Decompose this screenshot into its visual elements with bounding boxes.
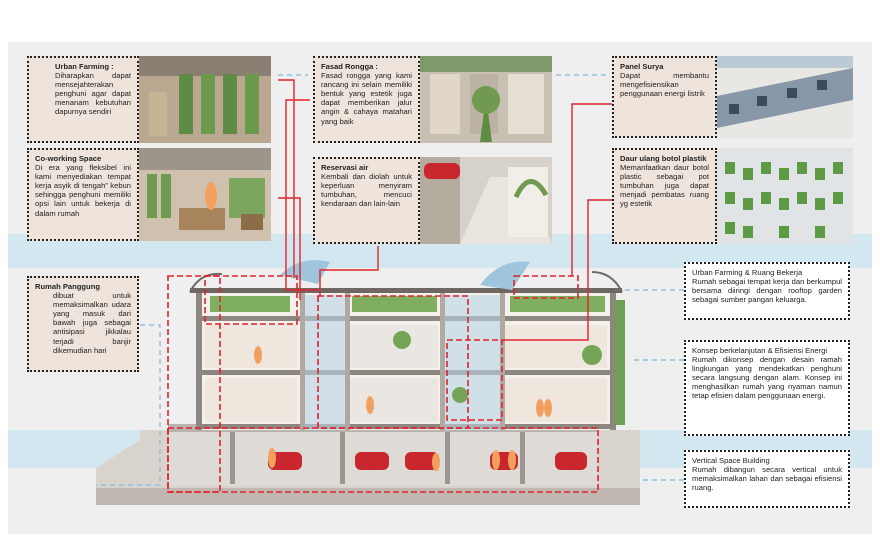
card-title: Fasad Rongga :	[321, 62, 378, 71]
pillar	[230, 432, 235, 484]
person	[508, 450, 516, 470]
card-body: Rumah dibangun secara vertical untuk mem…	[692, 465, 842, 493]
airflow	[445, 295, 500, 430]
wall	[610, 290, 616, 430]
floor-slab	[196, 316, 616, 321]
card-title: Panel Surya	[620, 62, 664, 71]
card-body: Rumah sebagai tempat kerja dan berkumpul…	[692, 277, 842, 305]
card-reservasi-air: Reservasi air Kembali dan diolah untuk k…	[313, 157, 420, 244]
airflow	[305, 295, 345, 430]
leader-fasad	[285, 99, 318, 291]
card-title: Vertical Space Building	[692, 456, 770, 465]
highlight-panel-surya	[513, 275, 579, 299]
roof-canopy	[280, 260, 330, 284]
photo-daur-ulang	[717, 148, 853, 244]
card-body: Rumah dikonsep dengan desain ramah lingk…	[692, 355, 842, 401]
card-title: Rumah Panggung	[35, 282, 100, 291]
car	[268, 452, 302, 470]
wall	[345, 290, 350, 430]
roof-frame	[591, 271, 623, 293]
green-facade	[615, 300, 625, 425]
highlight-daur-ulang	[446, 339, 503, 421]
person	[366, 396, 374, 414]
pillar	[340, 432, 345, 484]
wall	[440, 290, 445, 430]
card-rumah-panggung: Rumah Panggung dibuat untuk memaksimalka…	[27, 276, 139, 372]
card-coworking: Co-working Space Di era yang fleksibel i…	[27, 148, 139, 241]
person	[254, 346, 262, 364]
person	[432, 453, 440, 471]
card-body: Di era yang fleksibel ini kami menyediak…	[35, 163, 131, 218]
roof-garden	[352, 296, 437, 312]
room	[350, 325, 438, 368]
photo-urban-farming	[139, 56, 271, 143]
tree	[393, 331, 411, 349]
person	[268, 448, 276, 468]
card-title: Urban Farming :	[55, 62, 114, 71]
photo-coworking	[139, 148, 271, 241]
highlight-urban-farming	[204, 275, 298, 325]
floor-slab	[196, 424, 616, 429]
room	[350, 378, 438, 422]
room	[205, 325, 297, 368]
room	[505, 378, 607, 422]
card-title: Urban Farming & Ruang Bekerja	[692, 268, 803, 277]
card-body: Memanfaatkan daur botol plastic sebagai …	[620, 163, 709, 209]
roof-canopy	[480, 261, 530, 290]
card-daur-ulang: Daur ulang botol plastik Memanfaatkan da…	[612, 148, 717, 244]
room	[205, 378, 297, 422]
person	[492, 450, 500, 470]
card-panel-surya: Panel Surya Dapat membantu mengefisiensi…	[612, 56, 717, 138]
card-urban-farming: Urban Farming : Diharapkan dapat menseja…	[27, 56, 139, 143]
car	[355, 452, 389, 470]
floor-slab	[196, 370, 616, 375]
card-berkelanjutan: Konsep berkelanjutan & Efisiensi Energi …	[684, 340, 850, 436]
roof-slab	[190, 288, 622, 293]
card-vertical: Vertical Space Building Rumah dibangun s…	[684, 450, 850, 508]
card-body: Dapat membantu mengefisiensikan pengguna…	[620, 71, 709, 99]
car	[555, 452, 587, 470]
pillar	[445, 432, 450, 484]
card-urban-kerja: Urban Farming & Ruang Bekerja Rumah seba…	[684, 262, 850, 320]
photo-reservasi	[420, 157, 552, 244]
card-body: Kembali dan diolah untuk keperluan menyi…	[321, 172, 412, 209]
roof-garden	[210, 296, 290, 312]
leader-urban-farming	[278, 79, 295, 278]
person	[544, 399, 552, 417]
card-title: Co-working Space	[35, 154, 102, 163]
leader-panel	[571, 103, 614, 276]
wall	[300, 290, 305, 430]
highlight-parking	[167, 427, 599, 493]
tree	[452, 387, 468, 403]
card-title: Konsep berkelanjutan & Efisiensi Energi	[692, 346, 828, 355]
card-body: Fasad rongga yang kami rancang ini selai…	[321, 71, 412, 126]
leader-daur	[502, 199, 614, 341]
wall	[196, 290, 202, 430]
photo-panel-surya	[717, 56, 853, 138]
site-ground-lower	[96, 488, 640, 505]
roof-garden	[510, 296, 605, 312]
connector-panggung	[96, 324, 161, 486]
card-title: Daur ulang botol plastik	[620, 154, 707, 163]
leader-reservasi	[319, 246, 379, 296]
roof-frame	[189, 272, 223, 293]
photo-fasad	[420, 56, 552, 143]
person	[536, 399, 544, 417]
card-fasad-rongga: Fasad Rongga : Fasad rongga yang kami ra…	[313, 56, 420, 143]
card-body: Diharapkan dapat mensejahterakan penghun…	[55, 71, 131, 117]
car	[405, 452, 439, 470]
pillar	[520, 432, 525, 484]
card-title: Reservasi air	[321, 163, 369, 172]
tree	[582, 345, 602, 365]
card-body: dibuat untuk memaksimalkan udara yang ma…	[53, 291, 131, 355]
highlight-panggung	[167, 275, 221, 493]
